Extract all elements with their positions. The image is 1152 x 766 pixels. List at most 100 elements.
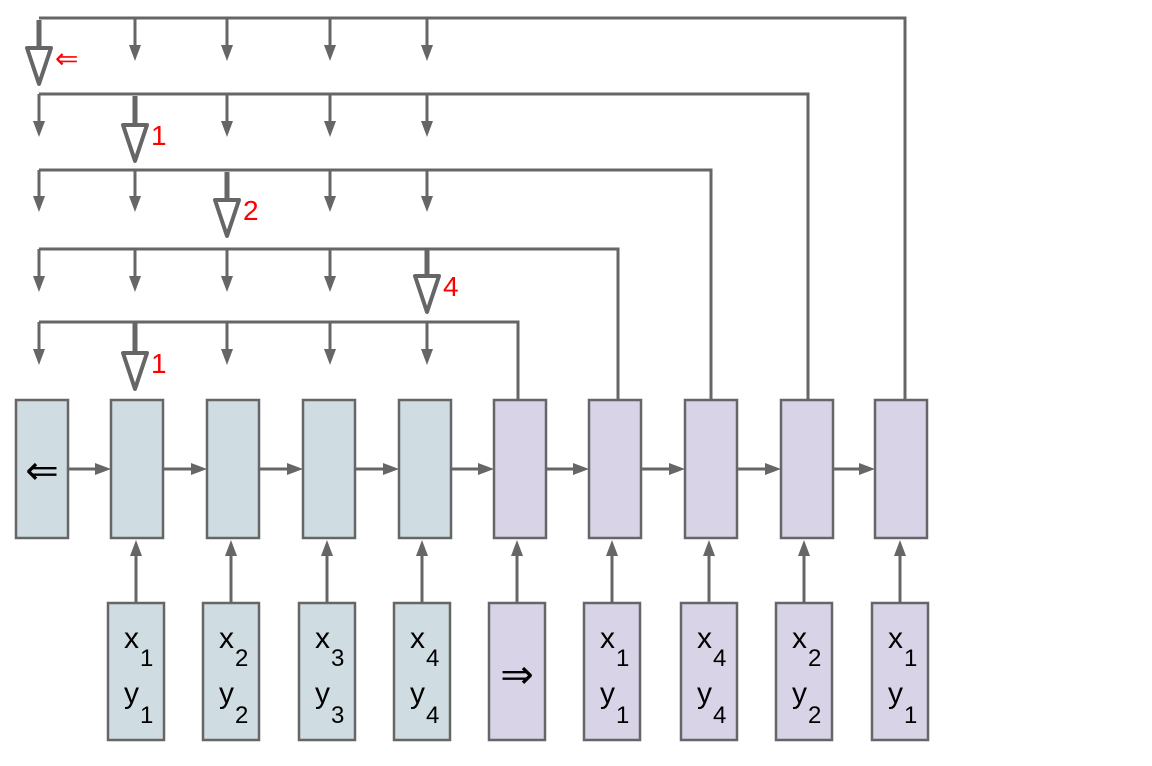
attention-arrowhead (221, 45, 233, 61)
attention-arrowhead (421, 121, 433, 137)
attention-arrowhead (421, 196, 433, 212)
input-x-label: x (600, 622, 615, 655)
pointer-label: 2 (243, 195, 259, 226)
input-y-subscript: 2 (235, 702, 248, 729)
input-x-subscript: 4 (426, 645, 439, 672)
rnn-cells: ⇐ (14, 398, 929, 540)
input-arrowhead (511, 540, 523, 556)
encoder-input-box (106, 601, 166, 742)
attention-arrowhead (324, 121, 336, 137)
input-x-label: x (697, 622, 712, 655)
recurrent-arrowhead (765, 463, 781, 475)
attention-arrowhead (221, 276, 233, 292)
attention-bus (39, 92, 810, 400)
recurrent-arrowhead (191, 463, 207, 475)
encoder-input-box (297, 601, 357, 742)
input-x-subscript: 1 (140, 645, 153, 672)
attention-bus (39, 320, 520, 400)
pointer-label: ⇐ (55, 43, 78, 74)
input-x-label: x (410, 622, 425, 655)
input-arrowhead (130, 540, 142, 556)
input-x-label: x (219, 622, 234, 655)
encoder-cell (205, 398, 261, 540)
attention-wires (33, 16, 907, 603)
input-arrowhead (225, 540, 237, 556)
decoder-cell (779, 398, 835, 540)
attention-arrowhead (421, 45, 433, 61)
recurrent-arrowhead (287, 463, 303, 475)
attention-arrowhead (324, 196, 336, 212)
attention-arrowhead (33, 121, 45, 137)
input-y-subscript: 2 (808, 702, 821, 729)
decoder-cell (683, 398, 739, 540)
pointer-arrowhead (121, 351, 149, 391)
recurrent-arrowhead (383, 463, 399, 475)
input-arrowhead (416, 540, 428, 556)
pointer-label: 1 (151, 120, 167, 151)
decoder-cell (492, 398, 548, 540)
start-symbol: ⇒ (500, 652, 534, 698)
attention-arrowhead (324, 276, 336, 292)
input-x-subscript: 4 (713, 645, 726, 672)
input-x-label: x (888, 622, 903, 655)
input-y-subscript: 1 (140, 702, 153, 729)
decoder-input-box (774, 601, 834, 742)
attention-arrowhead (129, 276, 141, 292)
input-y-subscript: 1 (616, 702, 629, 729)
input-y-subscript: 3 (331, 702, 344, 729)
attention-bus (39, 247, 620, 400)
attention-arrowhead (33, 196, 45, 212)
recurrent-arrowhead (478, 463, 494, 475)
input-x-label: x (315, 622, 330, 655)
input-x-label: x (792, 622, 807, 655)
input-x-subscript: 3 (331, 645, 344, 672)
input-y-subscript: 4 (426, 702, 439, 729)
cell-symbol: ⇐ (25, 448, 59, 494)
input-y-label: y (697, 677, 712, 710)
pointer-arrowhead (25, 46, 53, 86)
input-y-subscript: 4 (713, 702, 726, 729)
attention-bus (39, 168, 713, 400)
input-x-label: x (124, 622, 139, 655)
decoder-cell (587, 398, 643, 540)
decoder-input-box (582, 601, 642, 742)
input-y-label: y (888, 677, 903, 710)
input-arrowhead (321, 540, 333, 556)
input-y-label: y (792, 677, 807, 710)
attention-arrowhead (33, 276, 45, 292)
encoder-input-box (392, 601, 452, 742)
attention-arrowhead (129, 45, 141, 61)
recurrent-arrowhead (95, 463, 111, 475)
input-x-subscript: 1 (904, 645, 917, 672)
input-arrowhead (798, 540, 810, 556)
encoder-cell (397, 398, 453, 540)
attention-arrowhead (221, 349, 233, 365)
input-y-subscript: 1 (904, 702, 917, 729)
pointer-label: 1 (151, 348, 167, 379)
input-x-subscript: 2 (808, 645, 821, 672)
attention-arrowhead (33, 349, 45, 365)
pointer-arrowhead (413, 274, 441, 314)
input-y-label: y (600, 677, 615, 710)
decoder-input-box (870, 601, 930, 742)
attention-arrowhead (324, 45, 336, 61)
input-arrowhead (894, 540, 906, 556)
input-y-label: y (219, 677, 234, 710)
decoder-cell (873, 398, 929, 540)
input-y-label: y (410, 677, 425, 710)
attention-bus (39, 16, 907, 400)
decoder-input-box (679, 601, 739, 742)
input-x-subscript: 2 (235, 645, 248, 672)
encoder-cell (14, 398, 70, 540)
encoder-cell (301, 398, 357, 540)
pointer-arrowhead (213, 198, 241, 238)
input-arrowhead (606, 540, 618, 556)
recurrent-arrowhead (573, 463, 589, 475)
attention-arrowhead (324, 349, 336, 365)
recurrent-arrowhead (669, 463, 685, 475)
decoder-start-box (487, 601, 547, 742)
attention-arrowhead (129, 196, 141, 212)
input-x-subscript: 1 (616, 645, 629, 672)
pointer-arrowhead (121, 123, 149, 163)
encoder-input-box (201, 601, 261, 742)
